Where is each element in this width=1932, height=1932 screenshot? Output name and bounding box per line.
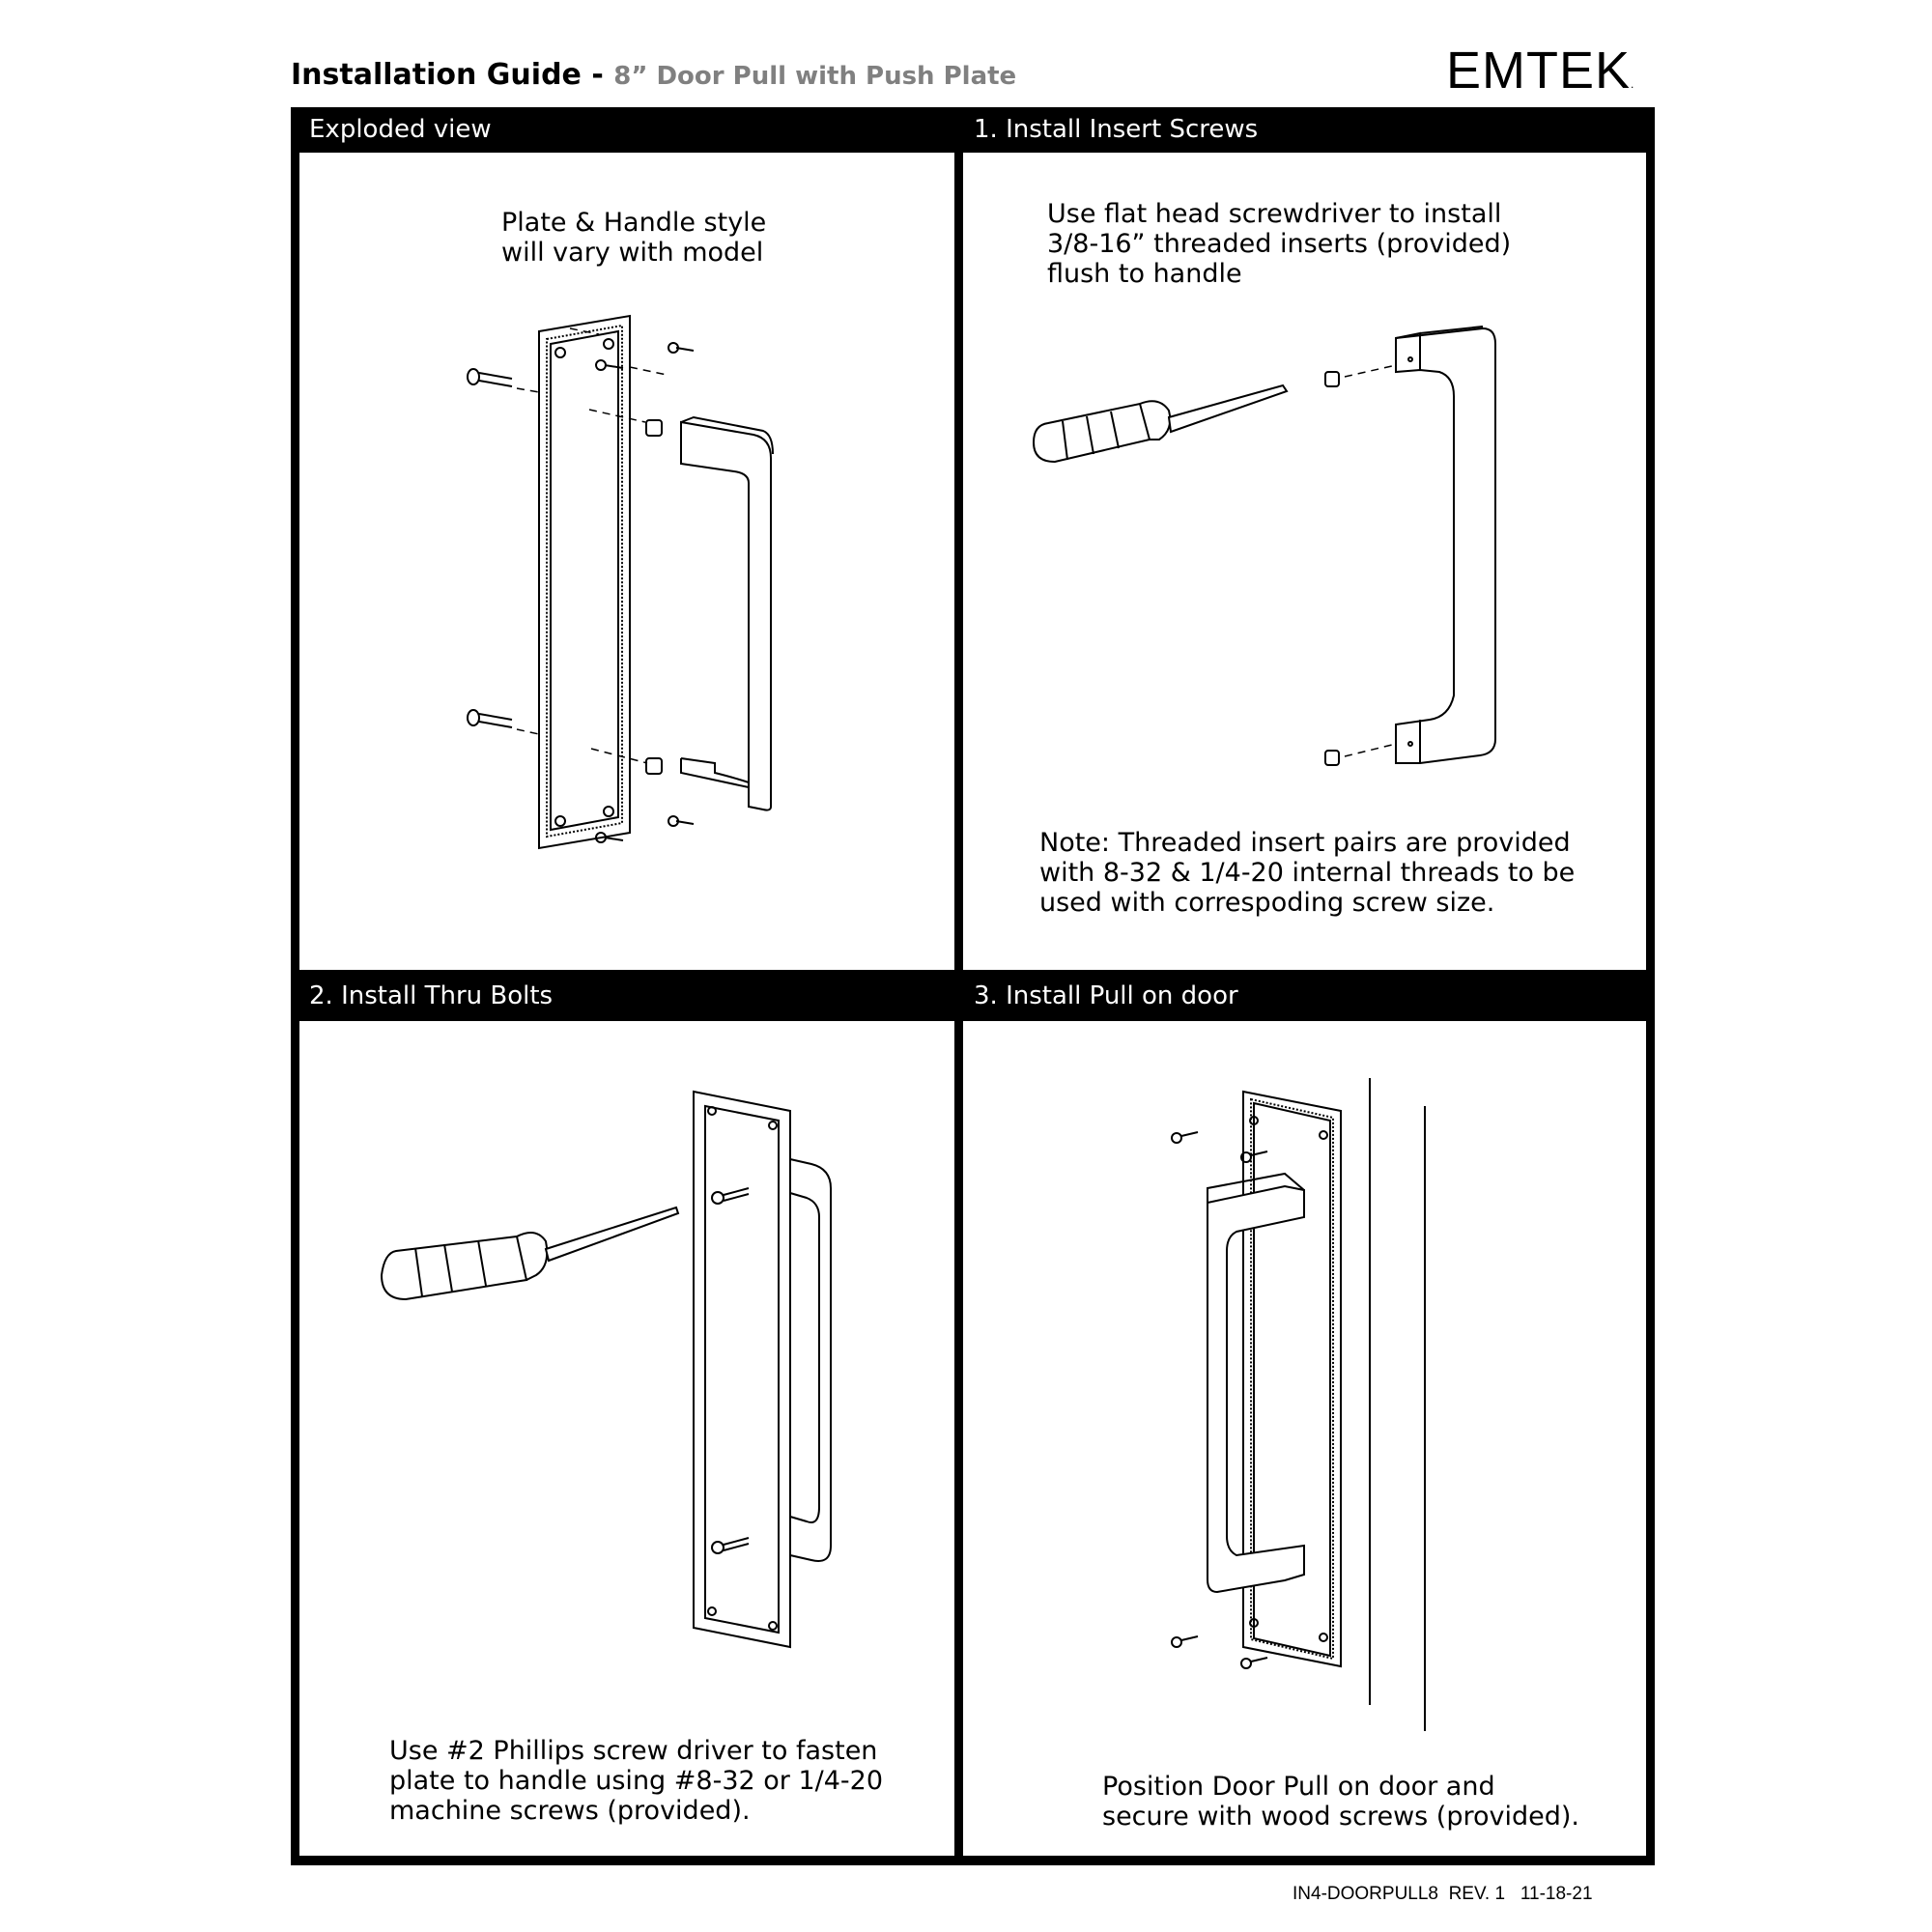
step2-instructions: Use #2 Phillips screw driver to fasten p…	[389, 1736, 884, 1826]
doc-date: 11-18-21	[1520, 1884, 1593, 1904]
document-footer: IN4-DOORPULL8 REV. 1 11-18-21	[1293, 1884, 1593, 1905]
brand-logo: EMTEK.	[1446, 41, 1634, 100]
step1-instructions: Use flat head screwdriver to install 3/8…	[1047, 199, 1512, 289]
panel-install-bolts	[299, 1021, 954, 1856]
title-main: Installation Guide -	[291, 58, 614, 92]
panel-install-inserts	[963, 153, 1646, 970]
step1-note: Note: Threaded insert pairs are provided…	[1039, 828, 1576, 918]
logo-mark: .	[1631, 77, 1635, 91]
panel-heading-step2: 2. Install Thru Bolts	[309, 981, 554, 1010]
flat-screwdriver-icon	[1032, 384, 1289, 464]
doc-id: IN4-DOORPULL8	[1293, 1884, 1438, 1904]
title-sub: 8” Door Pull with Push Plate	[613, 62, 1017, 91]
panel-heading-step1: 1. Install Insert Screws	[974, 115, 1259, 144]
step3-instructions: Position Door Pull on door and secure wi…	[1102, 1772, 1579, 1832]
phillips-screwdriver-icon	[380, 1206, 680, 1301]
logo-text: EMTEK	[1446, 42, 1632, 99]
revision: REV. 1	[1448, 1884, 1506, 1904]
panel-heading-exploded: Exploded view	[309, 115, 492, 144]
exploded-caption: Plate & Handle style will vary with mode…	[501, 208, 767, 268]
panel-heading-step3: 3. Install Pull on door	[974, 981, 1238, 1010]
page-title: Installation Guide - 8” Door Pull with P…	[291, 58, 1016, 92]
bolt-top-left	[467, 368, 513, 387]
